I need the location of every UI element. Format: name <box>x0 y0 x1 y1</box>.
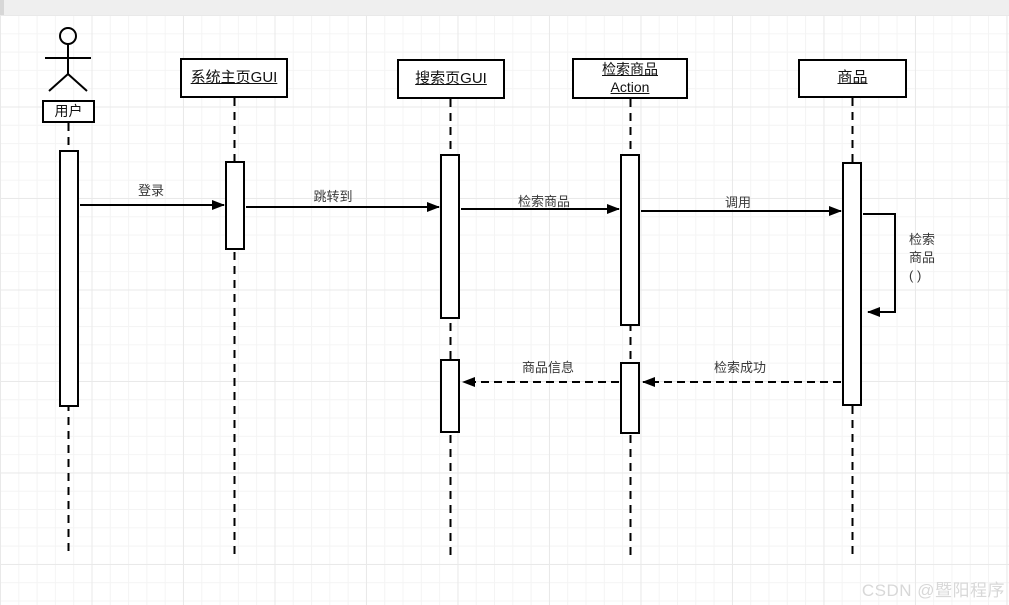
lifeline-box-search-page-gui: 搜索页GUI <box>397 59 505 99</box>
message-label-invoke: 调用 <box>724 195 752 210</box>
lifeline-label-action-line1: 检索商品 <box>602 61 658 77</box>
self-call-line3: ( ) <box>909 268 922 284</box>
actor-name-box: 用户 <box>42 100 95 123</box>
lifeline-label-system-home-gui: 系统主页GUI <box>190 68 278 86</box>
message-label-retrieve-product: 检索商品 <box>517 194 571 209</box>
top-strip-left-edge <box>0 0 4 15</box>
message-label-product-info: 商品信息 <box>521 360 575 375</box>
activation-product <box>842 162 862 406</box>
lifeline-label-action-line2: Action <box>610 78 650 95</box>
actor-leg-right <box>67 73 88 92</box>
activation-action-2 <box>620 362 640 434</box>
lifeline-label-search-page-gui: 搜索页GUI <box>415 69 487 87</box>
actor-leg-left <box>48 73 69 92</box>
lifeline-box-product: 商品 <box>798 59 907 98</box>
activation-system-home <box>225 161 245 250</box>
lifeline-box-action: 检索商品 Action <box>572 58 688 99</box>
message-label-jump-to: 跳转到 <box>313 189 353 204</box>
actor-figure <box>45 27 91 92</box>
self-call-line1: 检索 <box>909 232 936 247</box>
activation-user <box>59 150 79 407</box>
activation-search-2 <box>440 359 460 433</box>
actor-name-label: 用户 <box>54 102 83 119</box>
self-call-line2: 商品 <box>909 250 936 266</box>
arrow-self-call <box>863 213 896 317</box>
actor-head <box>59 27 77 45</box>
activation-search-1 <box>440 154 460 319</box>
message-label-retrieve-success: 检索成功 <box>713 360 767 375</box>
lifeline-label-product: 商品 <box>837 69 868 87</box>
top-scroll-strip <box>0 0 1009 15</box>
message-label-login: 登录 <box>137 183 165 198</box>
lifeline-box-system-home-gui: 系统主页GUI <box>180 58 288 98</box>
csdn-watermark: CSDN @暨阳程序 <box>861 581 1005 600</box>
activation-action-1 <box>620 154 640 326</box>
message-label-self-call: 检索 商品 ( ) <box>909 231 935 286</box>
